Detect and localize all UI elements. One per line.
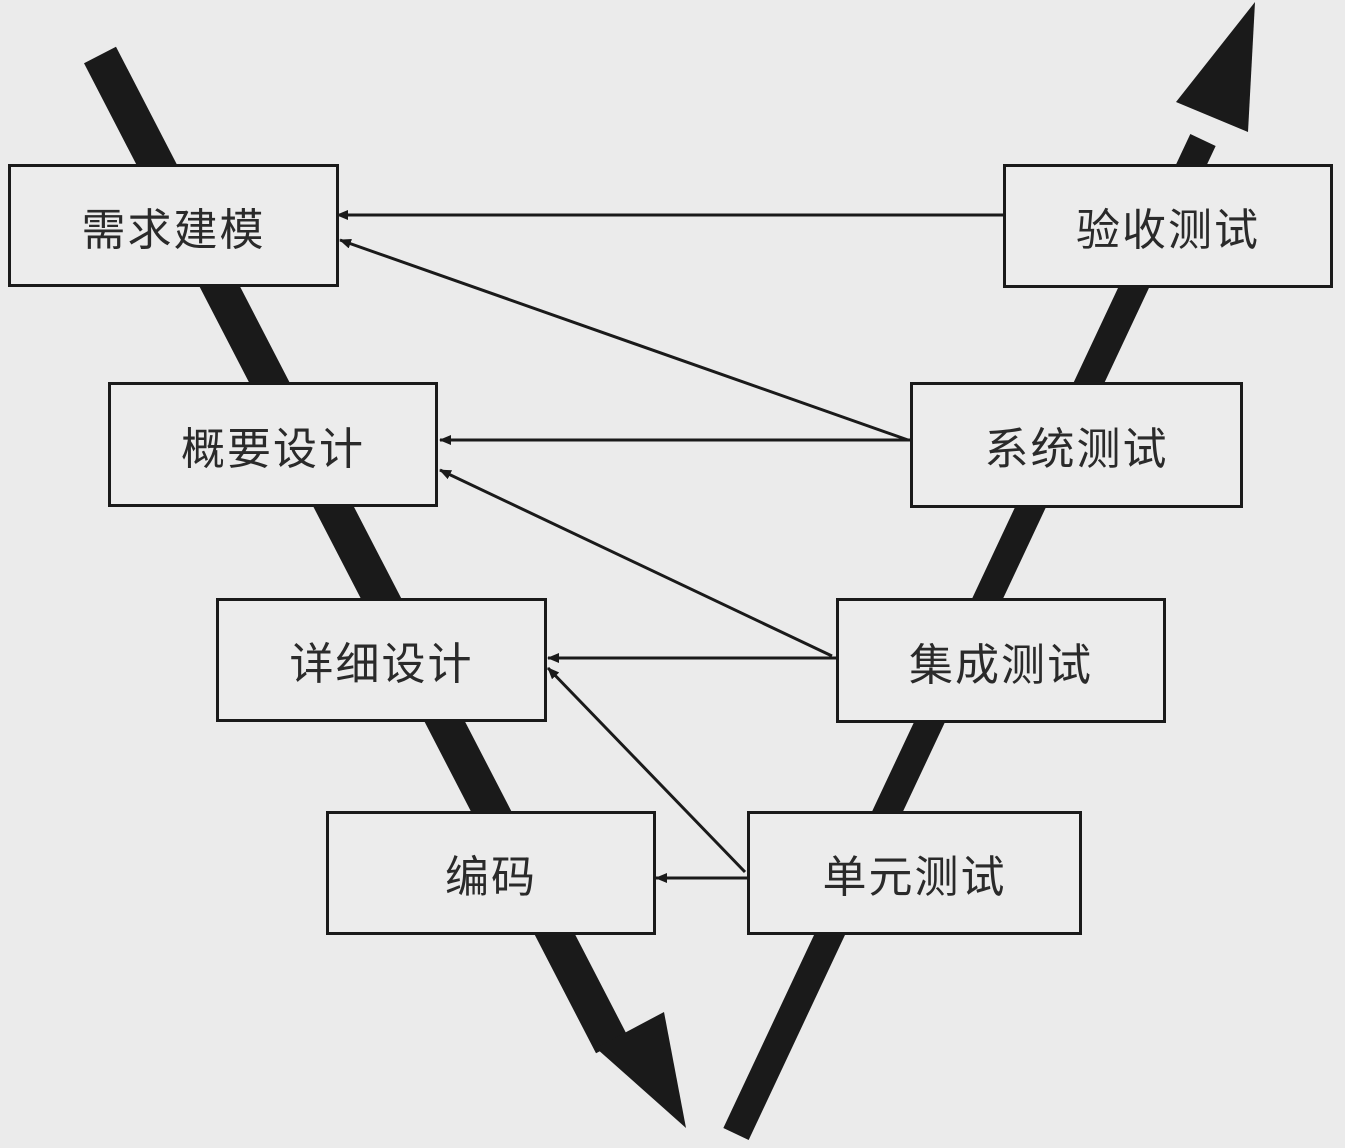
outline-design-label: 概要设计 <box>181 423 365 475</box>
integration-test-label: 集成测试 <box>909 639 1093 691</box>
outline-design-box: 概要设计 <box>108 382 438 507</box>
unit-test-label: 单元测试 <box>822 852 1007 903</box>
requirements-modeling-box: 需求建模 <box>8 164 339 287</box>
detailed-design-label: 详细设计 <box>289 639 474 690</box>
unit-test-box: 单元测试 <box>747 811 1082 935</box>
connector-system-to-requirements <box>339 238 909 442</box>
system-test-label: 系统测试 <box>984 424 1169 475</box>
coding-label: 编码 <box>445 852 537 903</box>
requirements-modeling-label: 需求建模 <box>81 204 266 256</box>
connector-unit-to-detailed-design <box>546 666 747 874</box>
ascending-flow-arrow-head <box>1176 2 1255 132</box>
detailed-design-box: 详细设计 <box>216 598 547 722</box>
descending-flow-arrow-head <box>596 1012 686 1128</box>
acceptance-test-box: 验收测试 <box>1003 164 1333 288</box>
connector-integration-to-outline-design <box>439 468 833 658</box>
integration-test-box: 集成测试 <box>836 598 1166 723</box>
acceptance-test-label: 验收测试 <box>1076 205 1260 256</box>
system-test-box: 系统测试 <box>910 382 1243 508</box>
coding-box: 编码 <box>326 811 656 935</box>
